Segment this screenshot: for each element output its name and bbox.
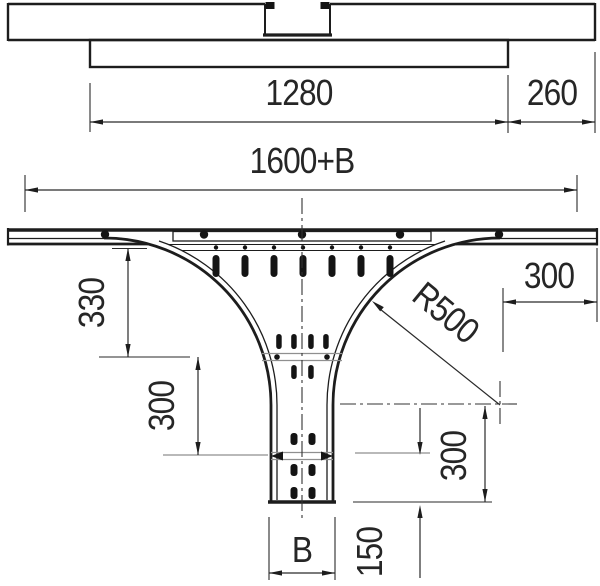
arrow-330-top — [125, 248, 131, 261]
funnel-inner-right — [326, 240, 446, 500]
dim-label-branch-width: B — [292, 530, 312, 570]
rivet-dot — [494, 230, 504, 239]
arrow-300right-top — [482, 406, 488, 419]
notch-tab-right — [320, 2, 330, 9]
arrow-300tr-right — [584, 299, 597, 305]
seam-dot-right — [324, 354, 330, 360]
funnel-inner-left — [158, 240, 278, 500]
arrow-330-bottom — [125, 344, 131, 357]
branch-joint-mark-left — [271, 451, 283, 461]
dim-label-1280: 1280 — [266, 73, 333, 113]
arrow-r500 — [372, 301, 384, 312]
rivet-dot — [100, 230, 110, 239]
funnel-outer-left — [103, 236, 273, 503]
notch-tab-left — [265, 2, 275, 9]
slot-row — [212, 255, 394, 277]
dim-label-330: 330 — [72, 278, 112, 328]
dim-label-300-right-top: 300 — [524, 256, 574, 296]
main-view — [6, 198, 599, 521]
arrow-150-down — [417, 442, 423, 455]
arrow-300right-bottom — [482, 489, 488, 502]
small-dots-row — [213, 245, 393, 250]
dim-label-150: 150 — [350, 527, 390, 577]
main-view-dimensions: 330 300 300 R500 300 150 — [72, 247, 598, 580]
arrow-1280-right — [495, 119, 508, 125]
dim-label-300-left: 300 — [142, 381, 182, 431]
arrow-overall-left — [25, 187, 38, 193]
arrow-b-right — [322, 570, 335, 576]
arrow-260-left — [508, 119, 521, 125]
leader-r500 — [379, 308, 501, 406]
top-view-dimensions: 1280 260 1600+B — [24, 52, 596, 212]
branch-joint-mark-right — [321, 451, 333, 461]
branch-slots — [290, 433, 316, 499]
rivet-dots — [100, 230, 504, 239]
funnel-slots-upper — [276, 334, 329, 349]
rivet-dot — [199, 230, 209, 239]
arrow-1280-left — [90, 119, 103, 125]
arrow-overall-right — [564, 187, 577, 193]
seam-dot-left — [274, 354, 280, 360]
funnel-outer-right — [331, 236, 501, 503]
dim-label-300-right: 300 — [434, 431, 474, 481]
dim-label-r500: R500 — [405, 274, 486, 351]
arrow-300tr-left — [503, 299, 516, 305]
arrow-300left-top — [195, 357, 201, 370]
lower-plate — [88, 38, 510, 69]
arrow-b-left — [269, 570, 282, 576]
arrow-150-up — [417, 505, 423, 518]
top-view — [6, 2, 597, 69]
dim-label-260: 260 — [527, 73, 577, 113]
arrow-300left-bottom — [195, 442, 201, 455]
funnel-slots-lower — [291, 365, 314, 379]
dim-label-overall: 1600+B — [250, 141, 355, 181]
arrow-260-right — [582, 119, 595, 125]
rivet-dot — [395, 230, 405, 239]
notch-walls — [264, 4, 331, 34]
